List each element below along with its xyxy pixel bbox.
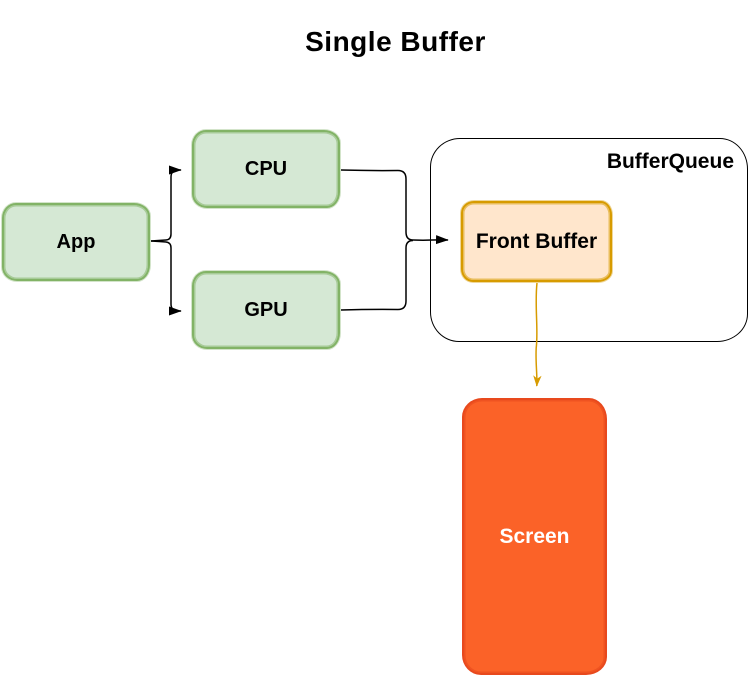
node-screen: Screen [462, 398, 607, 675]
node-gpu: GPU [192, 271, 340, 349]
edge-app-cpu [150, 165, 182, 242]
buffer-queue-label: BufferQueue [606, 150, 734, 173]
node-app: App [2, 203, 150, 281]
edge-gpu-frontbuffer [340, 239, 414, 311]
node-cpu-label: CPU [244, 157, 288, 180]
node-app-label: App [56, 230, 96, 253]
node-gpu-label: GPU [244, 298, 288, 321]
diagram-title: Single Buffer [305, 26, 486, 57]
node-screen-label: Screen [499, 524, 570, 548]
node-cpu: CPU [192, 130, 340, 208]
edge-app-gpu [150, 240, 182, 316]
node-front-buffer: Front Buffer [461, 201, 612, 282]
node-front-buffer-label: Front Buffer [475, 229, 598, 253]
